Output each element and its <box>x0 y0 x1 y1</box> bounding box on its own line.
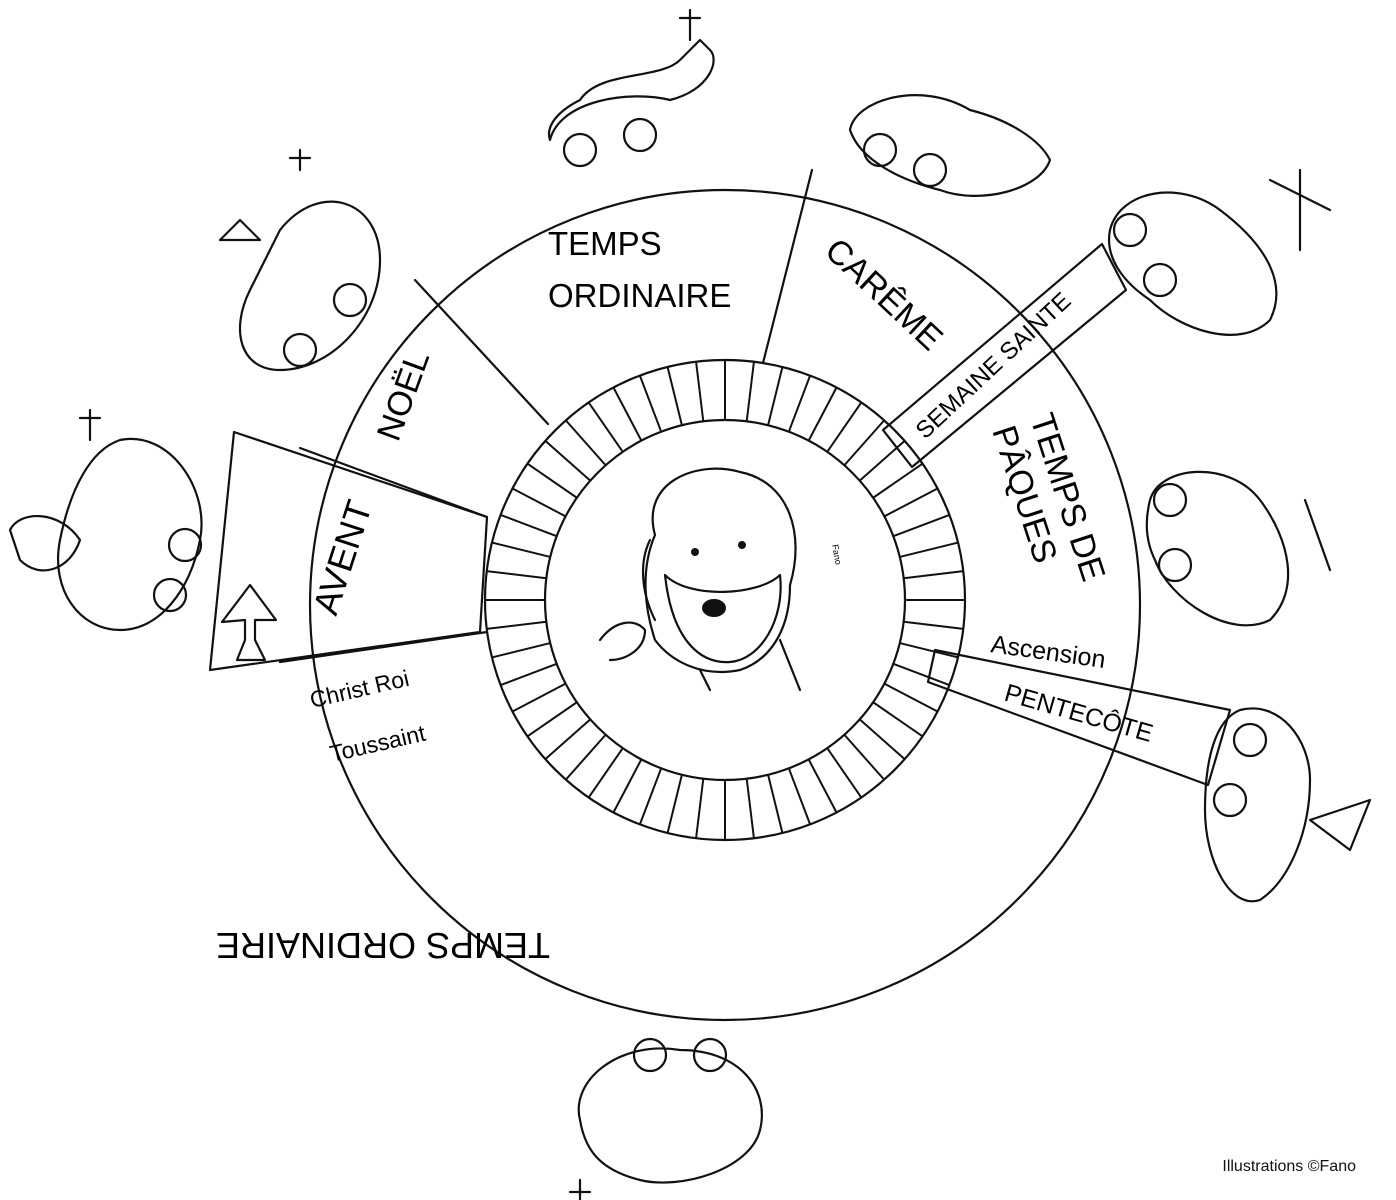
week-tick <box>807 387 838 442</box>
pentecote-banner <box>926 648 1232 787</box>
week-tick <box>745 778 755 839</box>
divider-ordinaire-careme <box>761 168 814 365</box>
week-tick <box>826 401 863 453</box>
week-tick <box>899 541 959 558</box>
week-tick <box>892 662 950 687</box>
week-tick <box>486 620 547 630</box>
week-tick <box>587 401 624 453</box>
car-illustration-top <box>547 8 715 168</box>
week-tick <box>638 767 663 825</box>
week-tick <box>512 487 567 518</box>
car-illustration-top-right <box>848 94 1052 197</box>
week-tick <box>883 682 938 713</box>
divider-noel-ordinaire <box>413 278 550 426</box>
mouth <box>702 599 726 617</box>
car-illustration-right-2 <box>1145 470 1332 627</box>
week-tick <box>565 734 607 781</box>
week-tick <box>899 642 959 659</box>
week-tick <box>859 718 906 760</box>
week-tick <box>903 570 964 580</box>
week-tick <box>872 701 924 738</box>
week-tick <box>843 419 885 466</box>
divider-avent-christ-roi <box>278 630 489 664</box>
week-tick <box>500 662 558 687</box>
week-tick <box>500 513 558 538</box>
label-temps-ordinaire-bottom: TEMPS ORDINAIRE <box>216 925 550 966</box>
week-tick <box>526 701 578 738</box>
week-tick <box>526 462 578 499</box>
jesus-face-drawing <box>598 467 802 692</box>
week-tick <box>767 774 784 834</box>
label-noel: NOËL <box>370 346 437 446</box>
outer-circle <box>308 188 1142 1022</box>
week-tick <box>787 767 812 825</box>
label-avent: AVENT <box>305 495 380 619</box>
week-tick <box>544 718 591 760</box>
week-tick <box>587 747 624 799</box>
car-illustration-right-3 <box>1203 707 1372 903</box>
avent-tab <box>208 430 489 672</box>
week-tick <box>612 387 643 442</box>
illustration-credit: Illustrations ©Fano <box>1222 1158 1356 1175</box>
week-tick <box>807 758 838 813</box>
label-toussaint: Toussaint <box>327 720 428 767</box>
week-tick <box>872 462 924 499</box>
tick-ring-inner <box>543 418 907 782</box>
week-tick <box>843 734 885 781</box>
week-tick <box>892 513 950 538</box>
car-illustration-bottom <box>568 1037 763 1200</box>
week-tick <box>859 440 906 482</box>
arrow-icon <box>220 583 278 662</box>
label-temps-ordinaire-top: TEMPS ORDINAIRE <box>548 225 731 314</box>
tick-ring-outer <box>483 358 967 842</box>
week-tick <box>565 419 607 466</box>
week-tick <box>491 642 551 659</box>
car-illustration-top-left <box>218 148 382 372</box>
week-tick <box>903 620 964 630</box>
week-tick <box>666 774 683 834</box>
svg-text:Fano: Fano <box>830 544 843 566</box>
car-illustration-right-1 <box>1107 168 1332 336</box>
week-tick <box>544 440 591 482</box>
week-tick <box>612 758 643 813</box>
week-tick <box>767 366 784 426</box>
label-temps-de-paques: TEMPS DE PÂQUES <box>984 409 1112 586</box>
week-tick <box>486 570 547 580</box>
week-tick <box>787 375 812 433</box>
week-tick <box>745 361 755 422</box>
label-christ-roi: Christ Roi <box>307 665 411 713</box>
week-tick <box>638 375 663 433</box>
week-tick <box>826 747 863 799</box>
week-tick <box>666 366 683 426</box>
car-illustration-left <box>8 408 203 632</box>
week-tick <box>491 541 551 558</box>
week-tick <box>695 361 705 422</box>
label-ascension: Ascension <box>989 630 1107 674</box>
calendar-week-ticks <box>485 360 965 840</box>
label-careme: CARÊME <box>818 231 950 358</box>
week-tick <box>512 682 567 713</box>
week-tick <box>883 487 938 518</box>
week-tick <box>695 778 705 839</box>
semaine-sainte-banner <box>881 242 1128 469</box>
